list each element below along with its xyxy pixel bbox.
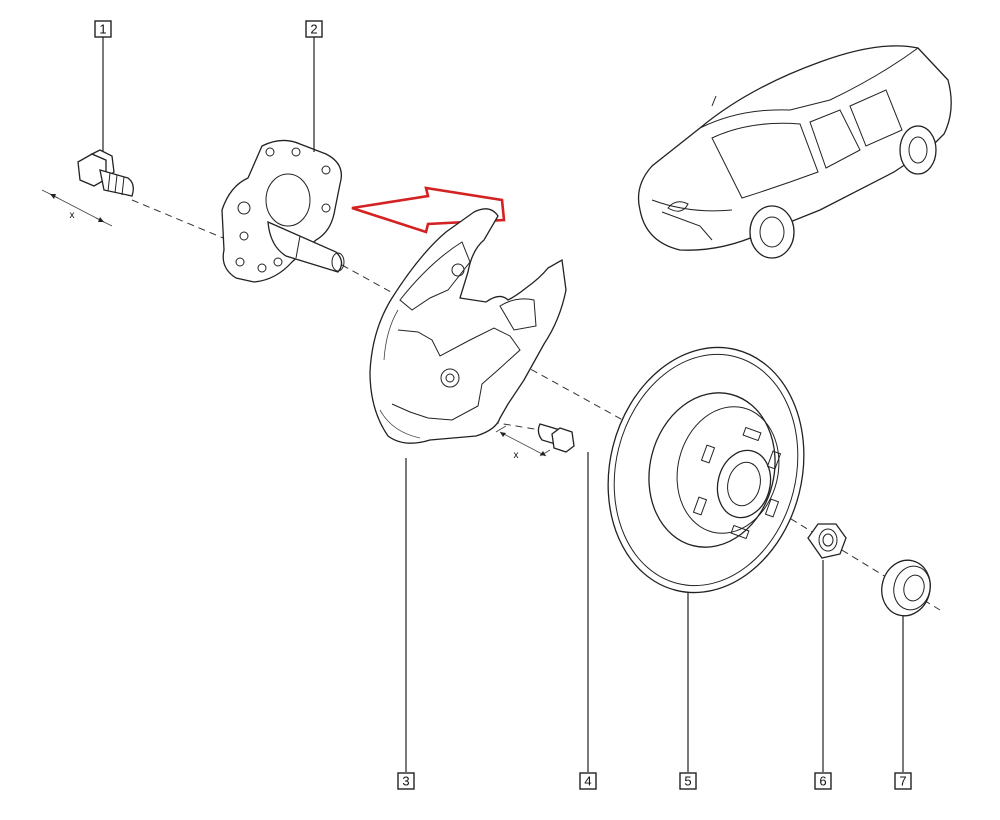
leader-lines: [102, 37, 904, 772]
part-4-bolt: [537, 423, 575, 453]
dimension-x-bolt: x: [41, 189, 113, 227]
part-2-stub-axle-carrier: [221, 139, 345, 283]
vehicle-illustration: [637, 45, 952, 259]
dimension-label: x: [70, 210, 75, 221]
part-5-brake-disc: [607, 346, 805, 594]
part-7-dust-cap: [881, 559, 931, 617]
callout-2: 2: [305, 20, 323, 38]
callout-5: 5: [679, 772, 697, 790]
callout-number: 5: [684, 774, 691, 789]
callout-3: 3: [397, 772, 415, 790]
callout-number: 7: [899, 774, 906, 789]
callout-6: 6: [814, 772, 832, 790]
dimension-x-bolt-4: x: [495, 425, 551, 461]
part-6-hub-nut: [807, 523, 847, 559]
callout-1: 1: [94, 20, 112, 38]
assembly-axis: [131, 199, 941, 611]
callout-number: 3: [402, 774, 409, 789]
callout-4: 4: [579, 772, 597, 790]
callout-number: 6: [819, 774, 826, 789]
dimension-label: x: [514, 450, 519, 461]
callout-number: 4: [584, 774, 591, 789]
callout-number: 2: [310, 22, 317, 37]
part-3-brake-backing-plate: [369, 208, 567, 444]
callout-7: 7: [894, 772, 912, 790]
callout-number: 1: [99, 22, 106, 37]
part-1-bolt: [77, 149, 134, 197]
